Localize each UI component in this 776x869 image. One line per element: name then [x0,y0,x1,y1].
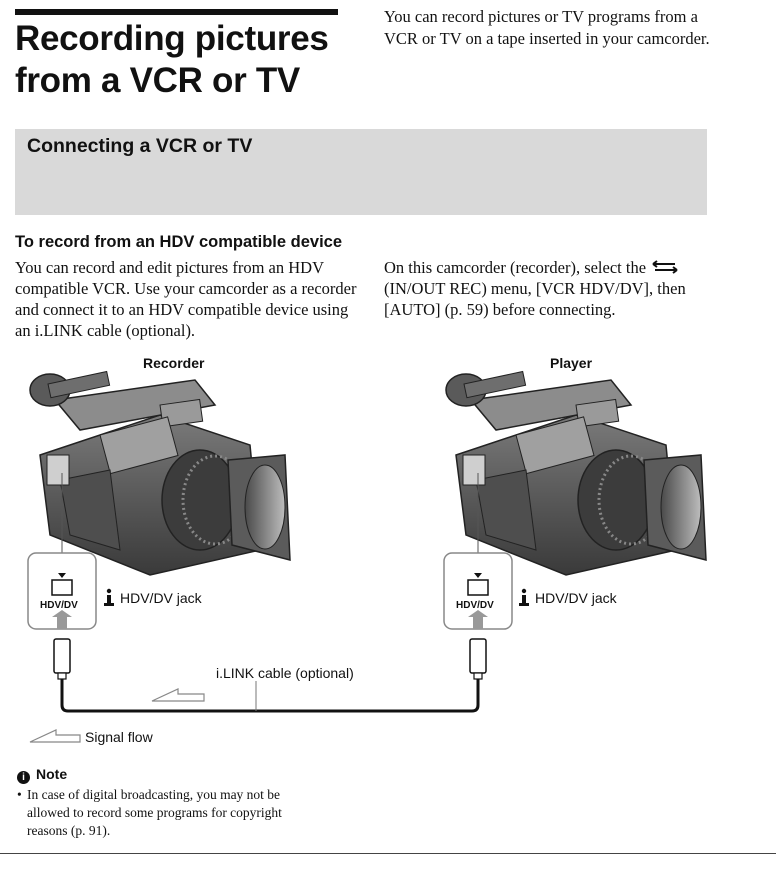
player-jack-label: HDV/DV jack [535,590,618,606]
player-jack-text: HDV/DV [456,600,494,611]
recorder-camcorder [28,370,292,577]
note-heading-label: Note [36,766,68,782]
recorder-label: Recorder [143,355,205,371]
note-heading: i Note [17,766,67,784]
note-icon: i [17,771,30,784]
ilink-icon [519,588,529,606]
section-title: Connecting a VCR or TV [27,135,253,157]
body-right-part-2: (IN/OUT REC) menu, [VCR HDV/DV], then [A… [384,279,686,319]
signal-flow-legend-label: Signal flow [85,729,154,745]
note-bullet: • [17,787,22,802]
recorder-jack-text: HDV/DV [40,600,78,611]
connection-diagram: Recorder Player HDV/DV HDV/DV jack HDV/D… [27,355,708,745]
ilink-cable [60,679,480,713]
footer-rule [0,853,776,854]
body-right-part-1: On this camcorder (recorder), select the [384,258,647,277]
signal-flow-legend-arrow [29,729,81,743]
signal-flow-arrow [151,688,205,702]
player-cable-plug [469,638,487,674]
player-jack-box: HDV/DV [443,552,513,630]
player-camcorder [444,370,708,577]
note-text: In case of digital broadcasting, you may… [27,787,282,838]
body-paragraph-left: You can record and edit pictures from an… [15,258,357,340]
cable-label: i.LINK cable (optional) [216,665,354,681]
in-out-rec-arrows-icon [652,260,678,274]
note-body: • In case of digital broadcasting, you m… [17,786,317,840]
body-paragraph-right: On this camcorder (recorder), select the… [384,257,724,320]
section-band: Connecting a VCR or TV [15,129,707,215]
recorder-jack-label: HDV/DV jack [120,590,203,606]
recorder-jack-box: HDV/DV [27,552,97,630]
subsection-heading: To record from an HDV compatible device [15,233,343,251]
player-label: Player [550,355,593,371]
intro-paragraph: You can record pictures or TV programs f… [384,7,710,48]
page-title: Recording pictures from a VCR or TV [15,19,329,100]
title-rule [15,9,338,15]
ilink-icon [104,588,114,606]
recorder-cable-plug [53,638,71,674]
